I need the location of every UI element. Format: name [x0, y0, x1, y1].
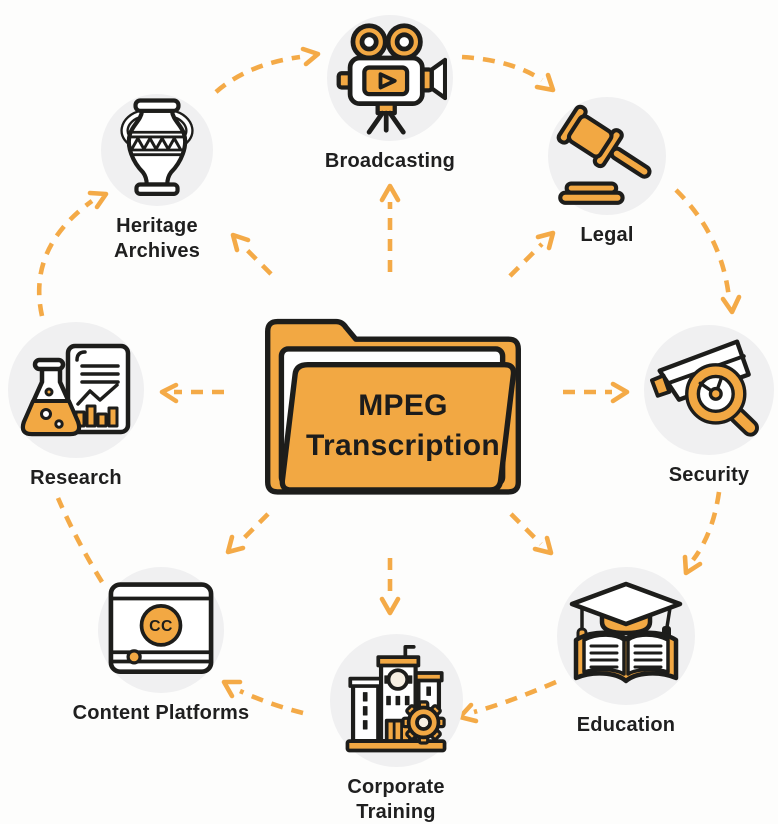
node-label-security: Security — [668, 464, 750, 486]
node-label-heritage-archives: Heritage Archives — [113, 215, 201, 262]
arrow-heritage-to-broadcasting — [214, 46, 321, 94]
cc-badge-text: CC — [149, 618, 173, 635]
node-legal: Legal — [507, 97, 707, 248]
center-title: MPEG Transcription — [284, 386, 522, 466]
cc-player-icon: CC — [108, 582, 214, 675]
arrow-legal-to-security — [674, 188, 742, 315]
node-heritage-archives: Heritage Archives — [57, 94, 257, 264]
corporate-training-circle — [329, 634, 463, 767]
gavel-icon — [556, 104, 652, 205]
building-gear-icon — [345, 644, 447, 752]
node-label-legal: Legal — [580, 224, 634, 246]
node-label-education: Education — [576, 714, 676, 736]
arrow-center-to-content-platforms — [225, 512, 270, 555]
arrow-research-to-heritage-archives — [36, 190, 109, 317]
node-broadcasting: Broadcasting — [290, 15, 490, 174]
education-circle — [557, 567, 695, 705]
arrow-center-to-corporate-training — [379, 558, 401, 616]
node-security: Security — [609, 325, 778, 488]
security-circle — [644, 325, 774, 455]
node-content-platforms: CC Content Platforms — [61, 567, 261, 726]
arrow-center-to-heritage-archives — [230, 232, 273, 276]
arrow-center-to-research — [159, 382, 224, 404]
center-node-mpeg-transcription: MPEG Transcription — [254, 292, 532, 498]
heritage-archives-circle — [101, 94, 213, 206]
node-research: Research — [0, 322, 176, 491]
node-label-corporate-training: Corporate Training — [347, 776, 445, 823]
video-camera-icon — [336, 23, 447, 135]
node-label-content-platforms: Content Platforms — [72, 702, 250, 724]
broadcasting-circle — [327, 15, 453, 141]
arrow-center-to-legal — [508, 230, 556, 278]
center-title-line2: Transcription — [306, 429, 500, 462]
content-platforms-circle: CC — [98, 567, 224, 693]
arrow-center-to-education — [509, 512, 554, 556]
node-label-broadcasting: Broadcasting — [324, 150, 456, 172]
arrow-broadcasting-to-legal — [461, 54, 556, 93]
research-circle — [8, 322, 144, 458]
arrow-security-to-education — [682, 491, 722, 576]
center-title-line1: MPEG — [358, 389, 448, 422]
arrow-center-to-broadcasting — [379, 183, 401, 272]
node-label-research: Research — [30, 467, 122, 489]
line-content-platforms-to-research — [55, 497, 104, 584]
arrow-corporate-training-to-content-platforms — [221, 679, 304, 716]
open-folder-icon — [265, 318, 521, 495]
amphora-icon — [120, 98, 194, 196]
flask-chart-icon — [20, 343, 131, 437]
arrow-center-to-security — [563, 381, 630, 404]
graduation-book-icon — [569, 581, 683, 684]
node-corporate-training: Corporate Training — [296, 634, 496, 824]
cctv-magnifier-icon — [650, 339, 759, 437]
node-education: Education — [526, 567, 726, 738]
legal-circle — [548, 97, 666, 215]
